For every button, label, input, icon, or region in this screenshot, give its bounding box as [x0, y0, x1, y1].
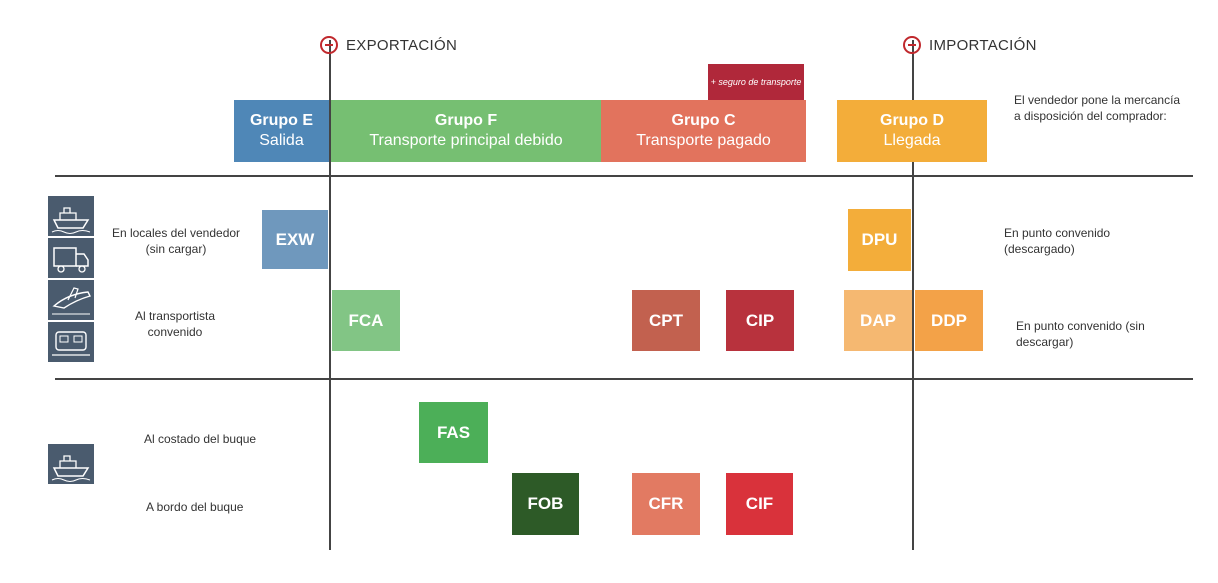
term-fas: FAS [419, 402, 488, 463]
header-separator-line [55, 175, 1193, 177]
group-f-subtitle: Transporte principal debido [369, 132, 563, 149]
minus-circle-icon [903, 36, 921, 54]
row-label-agreed-unloaded: En punto convenido (descargado) [1004, 226, 1111, 256]
group-c-title: Grupo C [671, 112, 736, 129]
insurance-note: + seguro de transporte [708, 64, 804, 100]
import-header: IMPORTACIÓN [903, 36, 1037, 54]
row-label-onboard: A bordo del buque [146, 500, 244, 514]
term-cip: CIP [726, 290, 794, 351]
row-label-seller-premises: En locales del vendedor (sin cargar) [111, 226, 241, 256]
group-e-subtitle: Salida [259, 132, 304, 149]
ship-icon [48, 444, 94, 484]
group-d-header: Grupo D Llegada [837, 100, 987, 162]
seller-note: El vendedor pone la mercancía a disposic… [1014, 93, 1181, 123]
term-fob: FOB [512, 473, 579, 535]
train-icon [48, 322, 94, 362]
import-divider-line [912, 40, 914, 550]
export-header-label: EXPORTACIÓN [346, 36, 458, 54]
term-dap: DAP [844, 290, 912, 351]
term-cif: CIF [726, 473, 793, 535]
ship-icon [48, 196, 94, 236]
group-e-title: Grupo E [249, 112, 314, 129]
truck-icon [48, 238, 94, 278]
group-d-subtitle: Llegada [883, 132, 941, 149]
group-c-subtitle: Transporte pagado [636, 132, 771, 149]
term-cpt: CPT [632, 290, 700, 351]
minus-circle-icon [320, 36, 338, 54]
group-d-title: Grupo D [880, 112, 944, 129]
row-label-carrier: Al transportista convenido [134, 309, 216, 339]
export-header: EXPORTACIÓN [320, 36, 457, 54]
term-exw: EXW [262, 210, 328, 269]
group-f-header: Grupo F Transporte principal debido [331, 100, 601, 162]
group-c-header: Grupo C Transporte pagado [601, 100, 806, 162]
term-ddp: DDP [915, 290, 983, 351]
term-fca: FCA [332, 290, 400, 351]
term-cfr: CFR [632, 473, 700, 535]
section-separator-line [55, 378, 1193, 380]
group-f-title: Grupo F [434, 112, 498, 129]
import-header-label: IMPORTACIÓN [929, 36, 1037, 54]
export-divider-line [329, 40, 331, 550]
group-e-header: Grupo E Salida [234, 100, 329, 162]
row-label-agreed-not-unloaded: En punto convenido (sin descargar) [1016, 319, 1145, 349]
plane-icon [48, 280, 94, 320]
term-dpu: DPU [848, 209, 911, 271]
row-label-alongside: Al costado del buque [144, 432, 257, 446]
